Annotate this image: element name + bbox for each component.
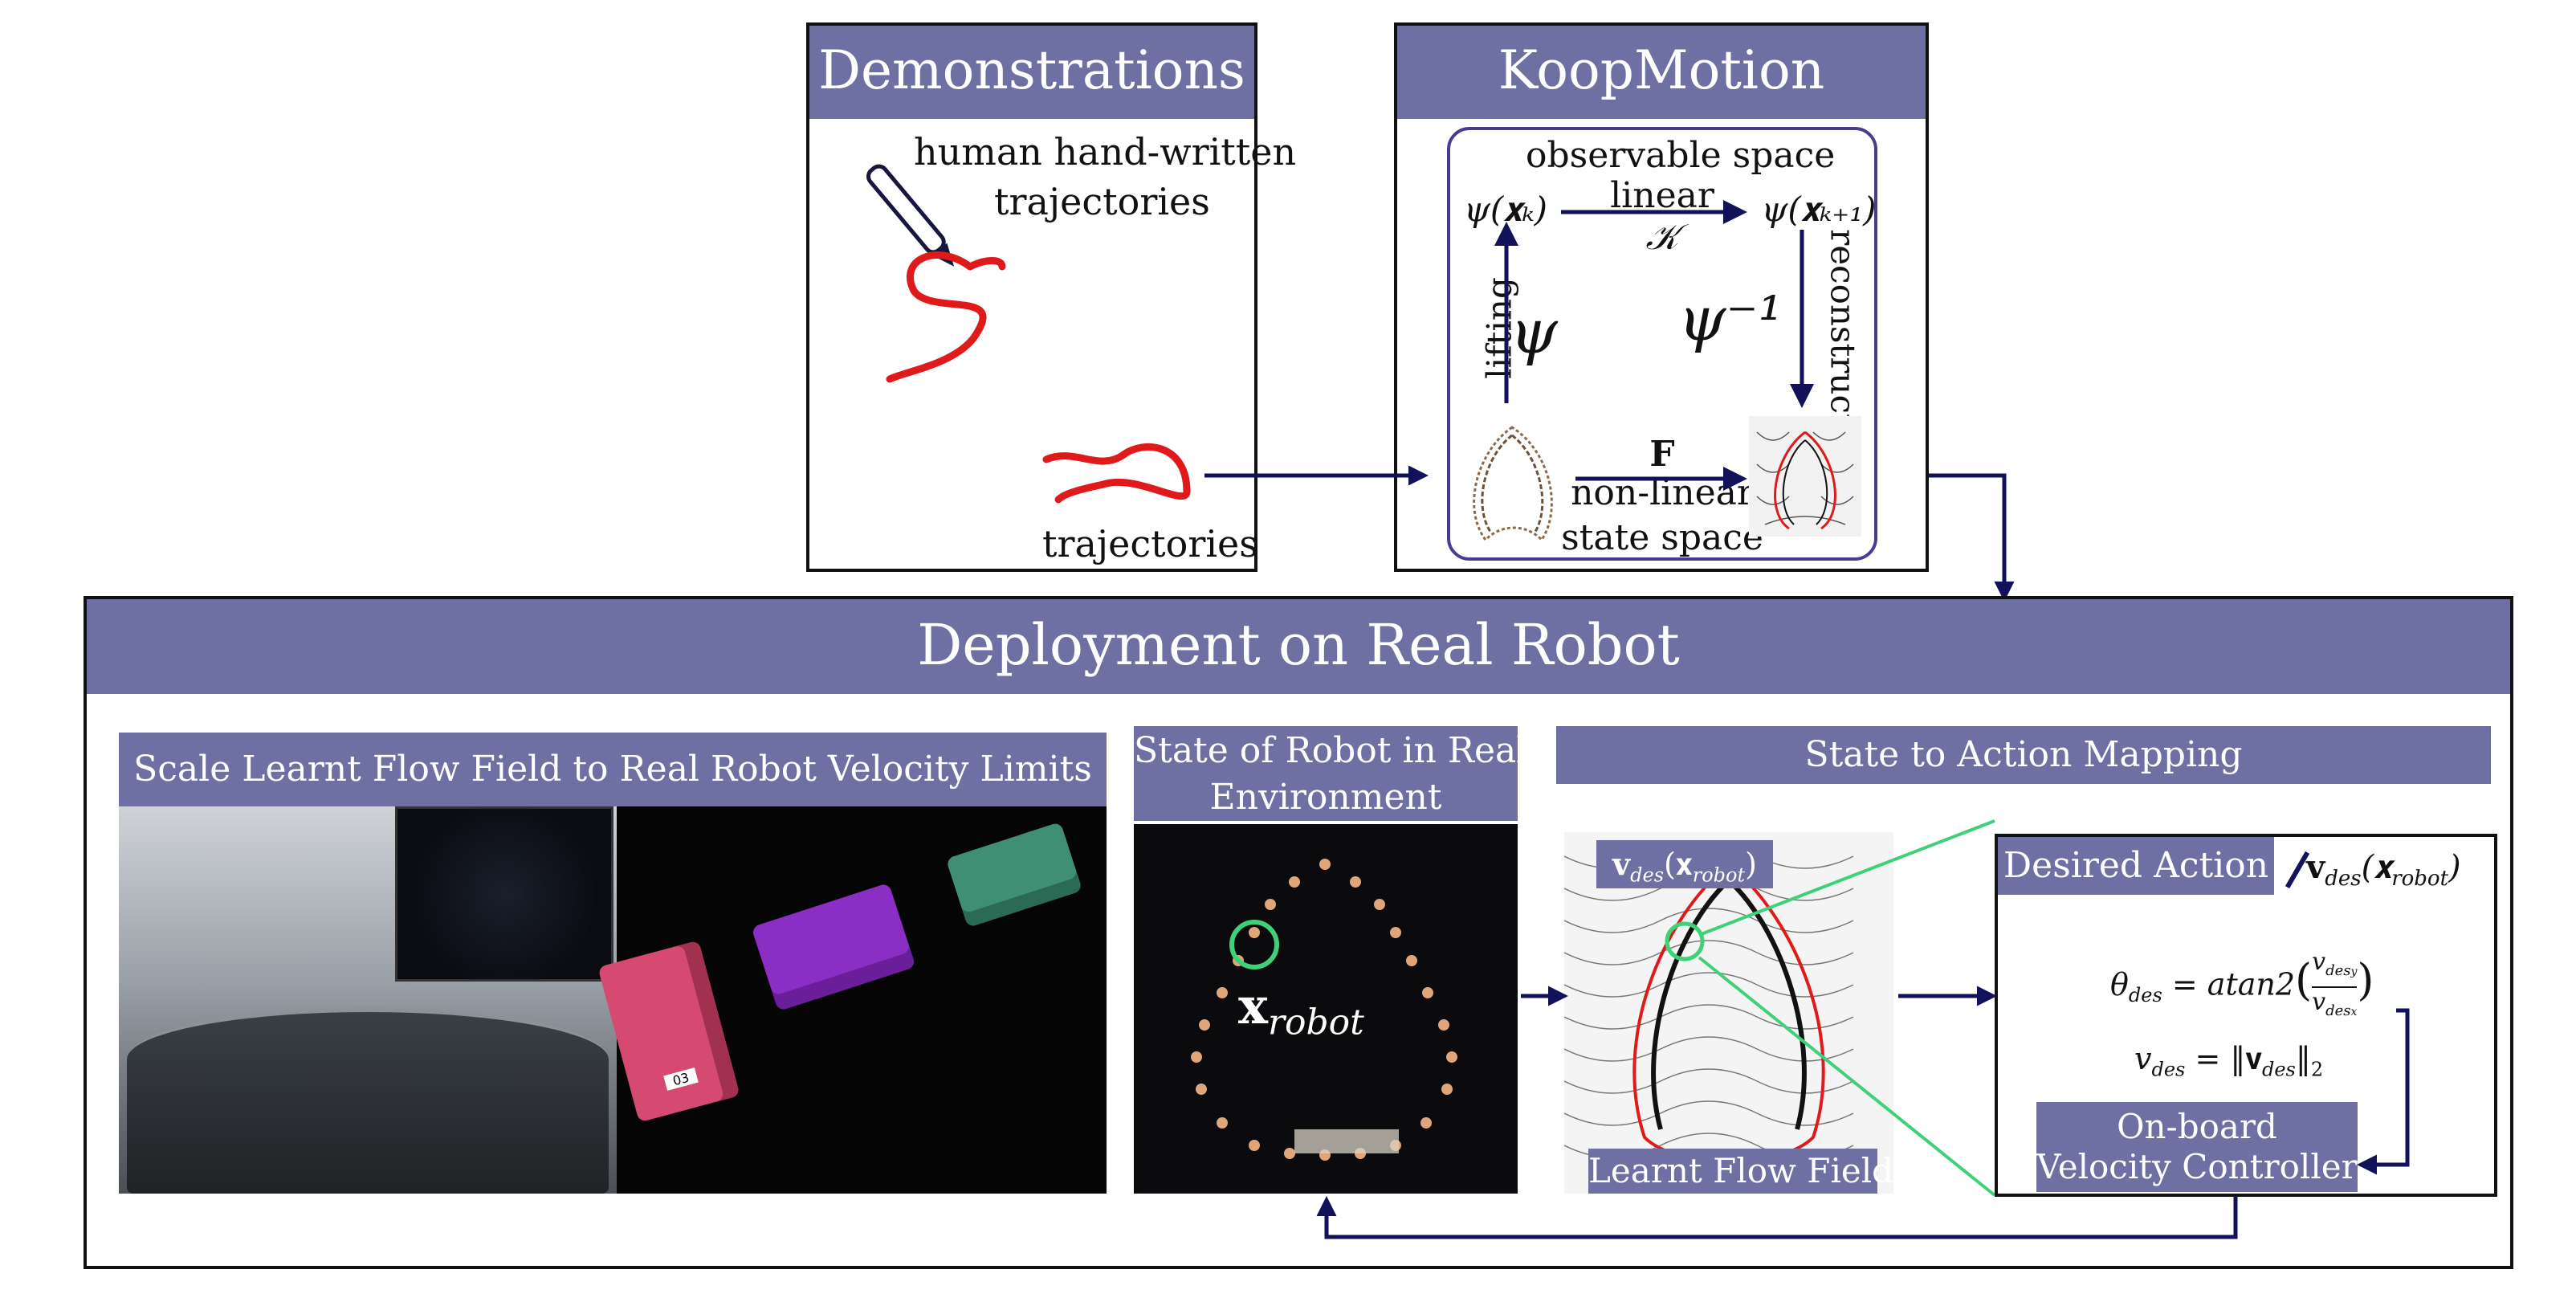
koopman-operator-label: 𝒦	[1645, 217, 1679, 258]
linear-label: linear	[1610, 175, 1714, 216]
hand-written-label-line2: trajectories	[994, 180, 1210, 223]
psi-inverse-label: ψ⁻¹	[1677, 283, 1783, 354]
controller-feed-arrow	[2357, 1008, 2410, 1175]
vdes-badge-symbol: 𝐯	[1612, 846, 1631, 882]
deployment-arrows	[1316, 986, 2238, 1239]
deployment-title: Deployment on Real Robot	[87, 599, 2510, 694]
theta-rhs: = atan2	[2171, 966, 2296, 1002]
deployment-panel: Deployment on Real Robot Scale Learnt Fl…	[84, 596, 2513, 1269]
observable-space-label: observable space	[1526, 135, 1836, 176]
frac-num-symbol: v	[2312, 948, 2326, 976]
psi-xk1-label: ψ(𝐱ₖ₊₁)	[1761, 190, 1877, 229]
learnt-flow-field-label: Learnt Flow Field	[1588, 1149, 1893, 1194]
vdes-eq-rhs: = ‖𝐯	[2195, 1041, 2262, 1076]
vdes-eq-symbol: v	[2134, 1041, 2152, 1076]
desired-action-title: Desired Action	[1998, 837, 2274, 895]
tank-wall	[127, 1007, 609, 1194]
robot-state-photo: 𝐱robot	[1134, 824, 1518, 1194]
frac-den: vdesx	[2312, 988, 2357, 1027]
state-trajectories-thumbnail	[1473, 426, 1553, 542]
vdes-legend-symbol: 𝐯	[2306, 848, 2325, 886]
scale-flow-field-title: Scale Learnt Flow Field to Real Robot Ve…	[119, 733, 1107, 806]
frac-den-symbol: v	[2312, 988, 2326, 1016]
vdes-badge-arg: (𝐱	[1664, 847, 1693, 882]
flow-field-thumbnail	[1749, 416, 1861, 537]
psi-label: ψ	[1510, 296, 1558, 367]
state-to-action-title: State to Action Mapping	[1556, 726, 2491, 784]
velocity-controller-line1: On-board	[2117, 1107, 2277, 1146]
koopmotion-panel: KoopMotion observable space linear 𝒦 ψ(𝐱…	[1394, 22, 1929, 572]
real-robot-tank-photo: 03	[119, 806, 1107, 1194]
vdes-badge-sub: des	[1630, 863, 1665, 887]
trajectories-label: trajectories	[1042, 522, 1258, 565]
frac-num: vdesy	[2312, 948, 2358, 988]
x-robot-symbol: 𝐱	[1238, 977, 1268, 1035]
state-space-label: state space	[1561, 517, 1763, 558]
learnt-flow-field-plot: 𝐯des(𝐱robot) Learnt Flow Field	[1564, 832, 1893, 1194]
robot-state-title-line2: Environment	[1209, 777, 1442, 818]
handwritten-trajectory-1	[886, 251, 1006, 383]
theta-sub: des	[2128, 984, 2162, 1007]
hand-written-label: human hand-written	[914, 130, 1297, 173]
theta-paren-open: (	[2295, 954, 2313, 1006]
vdes-legend-sub: des	[2325, 867, 2362, 891]
x-robot-label: 𝐱robot	[1238, 977, 1364, 1043]
koopmotion-arrows	[1494, 200, 1814, 491]
vdes-badge-close: )	[1745, 847, 1757, 882]
vdes-eq-rhs-sub: des	[2261, 1058, 2296, 1081]
frac-den-sub2: x	[2350, 1006, 2358, 1018]
x-robot-subscript: robot	[1267, 1002, 1364, 1043]
robot-path-dots	[1191, 859, 1457, 1161]
theta-symbol: θ	[2110, 966, 2129, 1002]
velocity-controller-line2: Velocity Controller	[2036, 1147, 2358, 1186]
vdes-legend: 𝐯des(𝐱robot)	[2285, 848, 2461, 891]
vdes-eq-sub: des	[2151, 1058, 2186, 1081]
demonstrations-panel: Demonstrations human hand-written trajec…	[806, 22, 1297, 572]
robot-state-title: State of Robot in Real Environment	[1134, 726, 1528, 821]
vdes-legend-arg: (𝐱	[2361, 849, 2392, 886]
koopmotion-inner-box	[1447, 127, 1877, 561]
velocity-controller-box: On-board Velocity Controller	[2036, 1102, 2358, 1192]
vdes-badge-arg-sub: robot	[1692, 863, 1746, 887]
handwritten-trajectory-2	[1042, 443, 1191, 504]
vdes-equation: vdes = ‖𝐯des‖2	[2134, 1041, 2323, 1081]
robot-state-title-line1: State of Robot in Real	[1134, 730, 1528, 771]
demonstrations-title: Demonstrations	[809, 26, 1254, 119]
vdes-legend-arg-sub: robot	[2391, 867, 2449, 891]
overhead-camera-inset	[395, 806, 613, 982]
vdes-eq-norm: ‖	[2295, 1041, 2311, 1076]
frac-num-sub: des	[2325, 962, 2351, 979]
vdes-badge: 𝐯des(𝐱robot)	[1596, 840, 1773, 888]
desired-action-box: Desired Action 𝐯des(𝐱robot) θdes = atan2…	[1995, 834, 2497, 1197]
vdes-legend-close: )	[2448, 849, 2461, 886]
theta-paren-close: )	[2357, 954, 2374, 1006]
koopmotion-title: KoopMotion	[1397, 26, 1926, 119]
frac-num-sub2: y	[2350, 965, 2358, 978]
zoom-lines	[1698, 819, 1996, 1197]
vdes-eq-norm-sub: 2	[2310, 1058, 2324, 1081]
F-label: F	[1649, 434, 1675, 475]
frac-den-sub: des	[2325, 1002, 2351, 1019]
